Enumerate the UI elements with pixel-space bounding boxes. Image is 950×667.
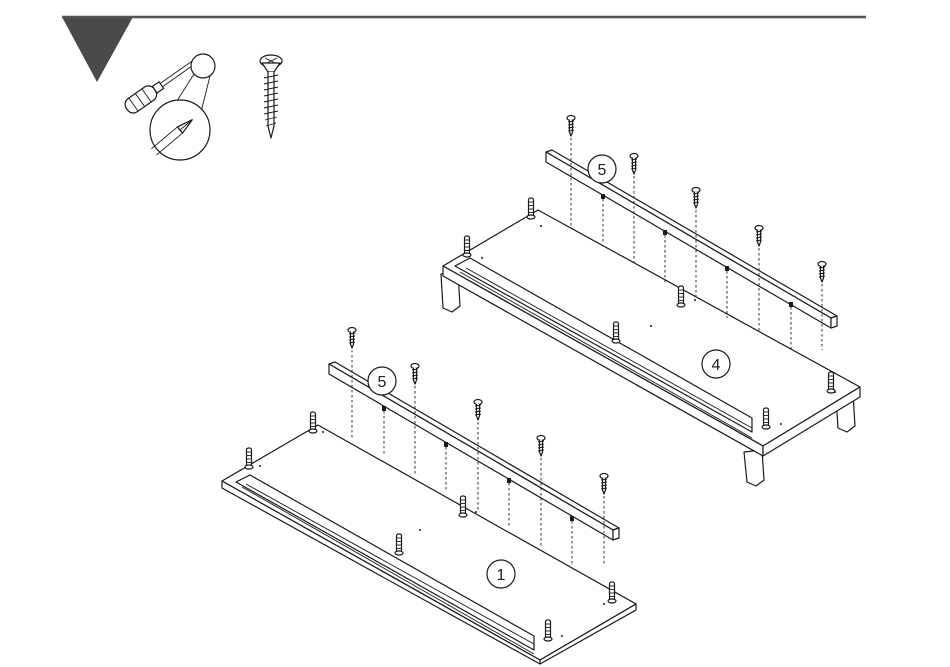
dowel-pin [827,372,835,393]
step-marker-triangle [62,17,133,82]
rail-hole [789,302,793,307]
pilot-hole [650,325,652,327]
pilot-hole [694,299,696,301]
callout-rail-top: 5 [588,155,616,183]
callout-label: 5 [378,374,387,391]
dowel-pin [677,286,685,307]
pilot-hole [259,465,261,467]
dowel-pin [544,620,552,641]
pilot-hole [603,603,605,605]
pilot-hole [475,511,477,513]
pilot-hole [561,635,563,637]
rail-hole [570,516,574,521]
callout-label: 5 [598,162,607,179]
callout-rail-bottom: 5 [368,367,396,395]
callout-board-top: 4 [702,350,730,378]
pilot-hole [322,431,324,433]
rail-5-end [613,528,619,540]
rail-hole [507,478,511,483]
board-top-surface [443,210,860,446]
pilot-hole [481,257,483,259]
rail-5-end [831,316,837,328]
wood-screw-icon [260,55,282,138]
dowel-pin [608,582,616,603]
board-top-surface [222,425,636,660]
dowel-pin [762,408,770,429]
rail-hole [444,442,448,447]
board-4-assembly [441,150,860,486]
callout-label: 4 [712,357,721,374]
callout-label: 1 [497,567,506,584]
pilot-hole [780,423,782,425]
dowel-pin [527,198,535,219]
callout-board-bottom: 1 [487,560,515,588]
dowel-pin [395,534,403,555]
dowel-pin [463,236,471,257]
phillips-screwdriver-icon [122,52,215,160]
rail-hole [663,230,667,235]
rail-hole [601,194,605,199]
rail-hole [725,266,729,271]
pilot-hole [419,529,421,531]
pilot-hole [540,225,542,227]
dowel-pin [459,496,467,517]
dowel-pin [309,412,317,433]
pilot-hole [834,391,836,393]
rail-hole [382,406,386,411]
board-1-assembly [222,362,636,664]
dowel-pin [612,322,620,343]
dowel-pin [245,448,253,469]
